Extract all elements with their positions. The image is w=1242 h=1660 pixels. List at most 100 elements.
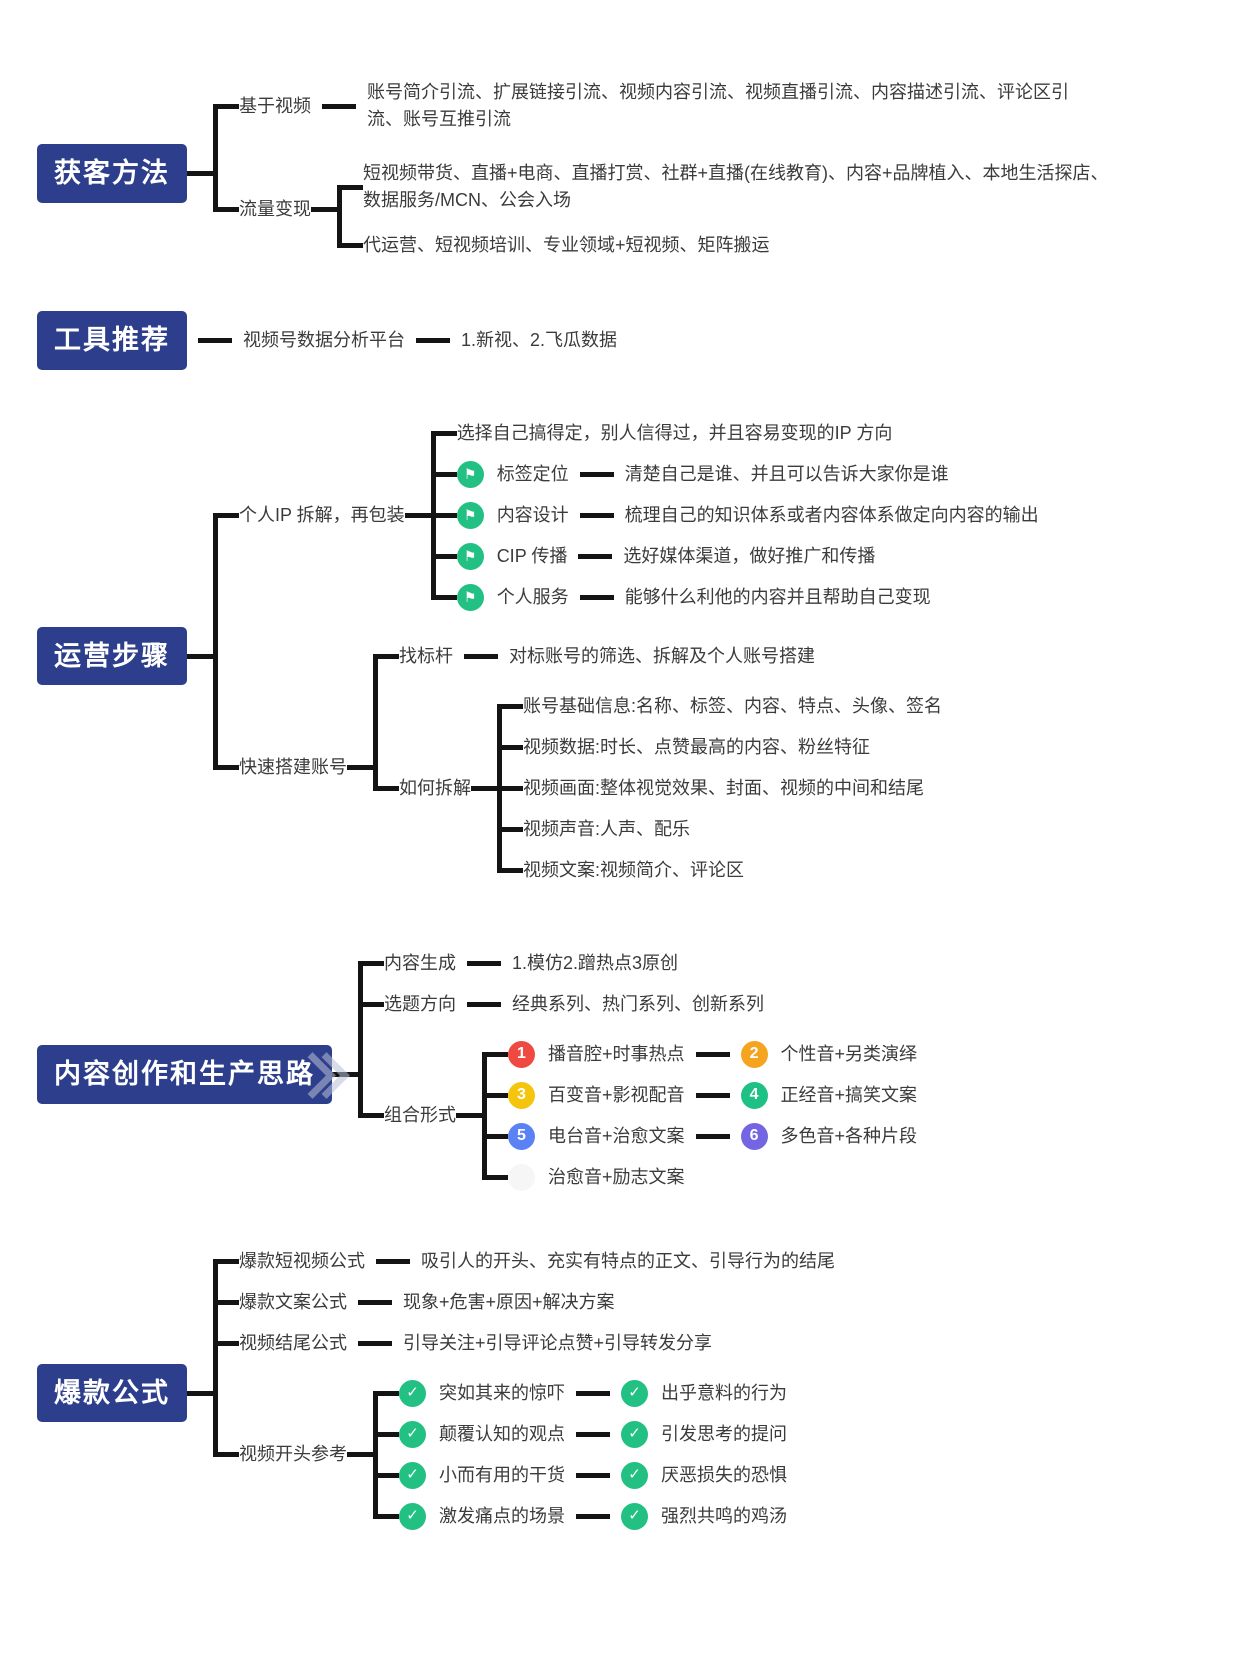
node-combo-forms: 组合形式 1 播音腔+时事热点 2 个性音+另类演绎 3 百变音+影视配音 <box>358 1024 917 1207</box>
node-desc: 吸引人的开头、充实有特点的正文、引导行为的结尾 <box>421 1250 835 1271</box>
node-opening-reference: 视频开头参考 ✓ 突如其来的惊吓 ✓ 出乎意料的行为 ✓ 颠覆认知的观点 <box>213 1363 835 1546</box>
connector-line <box>187 1390 213 1396</box>
node-label: 视频开头参考 <box>239 1444 347 1464</box>
connector-dash <box>358 1340 392 1346</box>
node-personal-service: ⚑ 个人服务 能够什么利他的内容并且帮助自己变现 <box>430 576 1039 618</box>
node-video-based: 基于视频 账号简介引流、扩展链接引流、视频内容引流、视频直播引流、内容描述引流、… <box>213 70 1113 142</box>
node-label: 个人IP 拆解，再包装 <box>239 504 405 525</box>
connector-dash <box>198 337 232 343</box>
node-dismantle-item: 视频画面:整体视觉效果、封面、视频的中间和结尾 <box>497 767 942 809</box>
node-label: 个人服务 <box>496 586 569 607</box>
number-5-icon: 5 <box>508 1122 535 1150</box>
node-label: CIP 传播 <box>496 545 568 566</box>
node-desc: 短视频带货、直播+电商、直播打赏、社群+直播(在线教育)、内容+品牌植入、本地生… <box>363 163 1109 210</box>
node-label: 流量变现 <box>239 199 311 219</box>
node-video-ending-formula: 视频结尾公式 引导关注+引导评论点赞+引导转发分享 <box>213 1322 835 1364</box>
node-desc: 对标账号的筛选、拆解及个人账号搭建 <box>509 645 815 666</box>
connector-dash <box>578 553 613 559</box>
faded-number-icon <box>508 1163 535 1191</box>
combo-row: 1 播音腔+时事热点 2 个性音+另类演绎 <box>482 1034 917 1075</box>
node-tag-positioning: ⚑ 标签定位 清楚自己是谁、并且可以告诉大家你是谁 <box>430 453 1039 495</box>
node-label: 选题方向 <box>384 993 456 1014</box>
node-dismantle-item: 视频数据:时长、点赞最高的内容、粉丝特征 <box>497 726 942 768</box>
connector-dash <box>467 1001 501 1007</box>
node-desc: 能够什么利他的内容并且帮助自己变现 <box>624 586 931 607</box>
node-desc: 引导关注+引导评论点赞+引导转发分享 <box>403 1332 713 1353</box>
section-title-creation: 内容创作和生产思路 <box>37 1045 332 1104</box>
connector-line <box>404 512 431 518</box>
connector-line <box>347 765 373 770</box>
node-label: 如何拆解 <box>399 777 471 798</box>
section-viral: 爆款公式 爆款短视频公式 吸引人的开头、充实有特点的正文、引导行为的结尾 爆款文… <box>37 1241 1242 1546</box>
connector-dash <box>695 1133 730 1139</box>
connector-dash <box>416 337 450 343</box>
check-icon: ✓ <box>399 1502 426 1530</box>
opening-row: ✓ 激发痛点的场景 ✓ 强烈共鸣的鸡汤 <box>373 1495 787 1537</box>
number-4-icon: 4 <box>740 1081 768 1109</box>
section-title-acquisition: 获客方法 <box>37 144 187 203</box>
connector-dash <box>579 594 614 600</box>
connector-line <box>332 1072 358 1077</box>
node-desc: 1.新视、2.飞瓜数据 <box>461 329 618 350</box>
connector-line <box>187 653 213 659</box>
section-creation: 内容创作和生产思路 内容生成 1.模仿2.蹭热点3原创 选题方向 经典系列、热门… <box>37 943 1242 1207</box>
flag-icon: ⚑ <box>456 460 484 488</box>
connector-line <box>456 1113 482 1118</box>
connector-dash <box>576 1431 610 1437</box>
check-icon: ✓ <box>621 1379 648 1407</box>
node-desc: 清楚自己是谁、并且可以告诉大家你是谁 <box>624 463 949 484</box>
node-label: 组合形式 <box>384 1105 456 1125</box>
node-desc: 账号简介引流、扩展链接引流、视频内容引流、视频直播引流、内容描述引流、评论区引流… <box>367 82 1069 129</box>
node-label: 找标杆 <box>399 645 453 666</box>
node-content-design: ⚑ 内容设计 梳理自己的知识体系或者内容体系做定向内容的输出 <box>430 494 1039 536</box>
node-desc: 梳理自己的知识体系或者内容体系做定向内容的输出 <box>624 504 1039 525</box>
check-icon: ✓ <box>399 1461 426 1489</box>
node-cip-spread: ⚑ CIP 传播 选好媒体渠道，做好推广和传播 <box>430 535 1039 577</box>
check-icon: ✓ <box>399 1420 426 1448</box>
connector-dash <box>467 960 501 966</box>
connector-dash <box>322 103 356 109</box>
combo-row: 5 电台音+治愈文案 6 多色音+各种片段 <box>482 1115 917 1157</box>
connector-dash <box>579 512 614 518</box>
connector-line <box>311 207 337 212</box>
section-title-text: 内容创作和生产思路 <box>54 1059 315 1090</box>
connector-dash <box>576 1513 610 1519</box>
node-desc: 选择自己搞得定，别人信得过，并且容易变现的IP 方向 <box>456 422 893 443</box>
number-1-icon: 1 <box>508 1040 535 1068</box>
section-operation: 运营步骤 个人IP 拆解，再包装 选择自己搞得定，别人信得过，并且容易变现的IP… <box>37 404 1242 909</box>
node-topic-direction: 选题方向 经典系列、热门系列、创新系列 <box>358 983 917 1025</box>
connector-dash <box>376 1258 410 1264</box>
node-viral-video-formula: 爆款短视频公式 吸引人的开头、充实有特点的正文、引导行为的结尾 <box>213 1241 835 1282</box>
section-title-tools: 工具推荐 <box>37 311 187 370</box>
node-label: 内容设计 <box>496 504 569 525</box>
check-icon: ✓ <box>621 1461 648 1489</box>
connector-dash <box>576 1390 610 1396</box>
node-label: 视频结尾公式 <box>239 1332 347 1353</box>
connector-dash <box>358 1299 392 1305</box>
connector-line <box>471 785 497 791</box>
connector-dash <box>579 471 614 477</box>
node-personal-ip: 个人IP 拆解，再包装 选择自己搞得定，别人信得过，并且容易变现的IP 方向 ⚑… <box>213 404 1039 627</box>
node-label: 视频号数据分析平台 <box>243 329 405 350</box>
node-label: 爆款文案公式 <box>239 1291 347 1312</box>
node-dismantle: 如何拆解 账号基础信息:名称、标签、内容、特点、头像、签名 视频数据:时长、点赞… <box>373 676 942 900</box>
connector-line <box>347 1452 373 1457</box>
node-label: 爆款短视频公式 <box>239 1250 365 1271</box>
node-monetization-item: 短视频带货、直播+电商、直播打赏、社群+直播(在线教育)、内容+品牌植入、本地生… <box>337 151 1113 223</box>
section-acquisition: 获客方法 基于视频 账号简介引流、扩展链接引流、视频内容引流、视频直播引流、内容… <box>37 70 1242 277</box>
node-monetization-item: 代运营、短视频培训、专业领域+短视频、矩阵搬运 <box>337 223 1113 268</box>
flag-icon: ⚑ <box>456 583 484 611</box>
section-tools: 工具推荐 视频号数据分析平台 1.新视、2.飞瓜数据 <box>37 311 1242 370</box>
node-monetization: 流量变现 短视频带货、直播+电商、直播打赏、社群+直播(在线教育)、内容+品牌植… <box>213 142 1113 277</box>
node-dismantle-item: 账号基础信息:名称、标签、内容、特点、头像、签名 <box>497 686 942 727</box>
node-label: 快速搭建账号 <box>239 757 347 777</box>
section-title-operation: 运营步骤 <box>37 626 187 686</box>
node-desc: 经典系列、热门系列、创新系列 <box>512 993 764 1014</box>
node-quick-build: 快速搭建账号 找标杆 对标账号的筛选、拆解及个人账号搭建 如何拆解 <box>213 626 1039 909</box>
node-label: 基于视频 <box>239 95 311 116</box>
combo-row: 治愈音+励志文案 <box>482 1156 917 1198</box>
section-title-viral: 爆款公式 <box>37 1363 187 1423</box>
node-viral-copy-formula: 爆款文案公式 现象+危害+原因+解决方案 <box>213 1281 835 1323</box>
connector-line <box>187 171 213 176</box>
node-desc: 1.模仿2.蹭热点3原创 <box>512 952 679 973</box>
